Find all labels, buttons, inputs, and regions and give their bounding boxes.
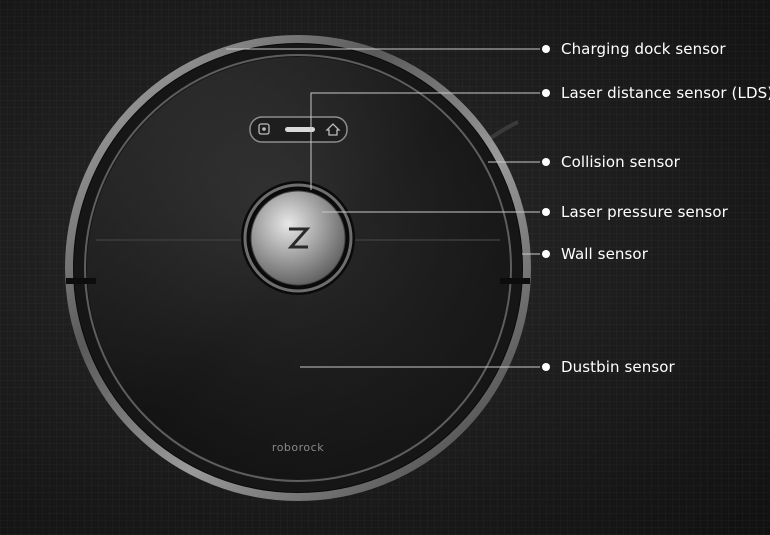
callout-label: Dustbin sensor (561, 358, 675, 376)
home-button-icon[interactable] (325, 123, 341, 136)
callout-dustbin-sensor: Dustbin sensor (542, 356, 675, 378)
callout-laser-distance-sensor: Laser distance sensor (LDS) (542, 82, 770, 104)
brand-logo: roborock (272, 441, 324, 454)
bullet-dot-icon (542, 45, 550, 53)
bullet-dot-icon (542, 208, 550, 216)
outer-rim (65, 35, 531, 501)
callout-label: Collision sensor (561, 153, 680, 171)
callout-wall-sensor: Wall sensor (542, 243, 648, 265)
lds-turret-ring (243, 183, 353, 293)
callout-lines (226, 48, 540, 368)
callout-label: Charging dock sensor (561, 40, 726, 58)
bullet-dot-icon (542, 250, 550, 258)
power-button-icon[interactable] (285, 127, 315, 132)
callout-label: Laser pressure sensor (561, 203, 728, 221)
spot-clean-button-icon[interactable] (258, 123, 270, 135)
callout-label: Wall sensor (561, 245, 648, 263)
callout-charging-dock-sensor: Charging dock sensor (542, 38, 726, 60)
bumper-gap-left (66, 278, 96, 284)
callout-laser-pressure-sensor: Laser pressure sensor (542, 201, 728, 223)
power-cable (486, 120, 519, 142)
lds-turret-cap-edge (250, 190, 346, 286)
callout-collision-sensor: Collision sensor (542, 151, 680, 173)
lds-line (310, 92, 540, 190)
bumper-gap-right (500, 278, 530, 284)
callout-label: Laser distance sensor (LDS) (561, 84, 770, 102)
z-logo-icon (287, 227, 311, 249)
inner-rim (84, 54, 512, 482)
bullet-dot-icon (542, 363, 550, 371)
bullet-dot-icon (542, 158, 550, 166)
bullet-dot-icon (542, 89, 550, 97)
